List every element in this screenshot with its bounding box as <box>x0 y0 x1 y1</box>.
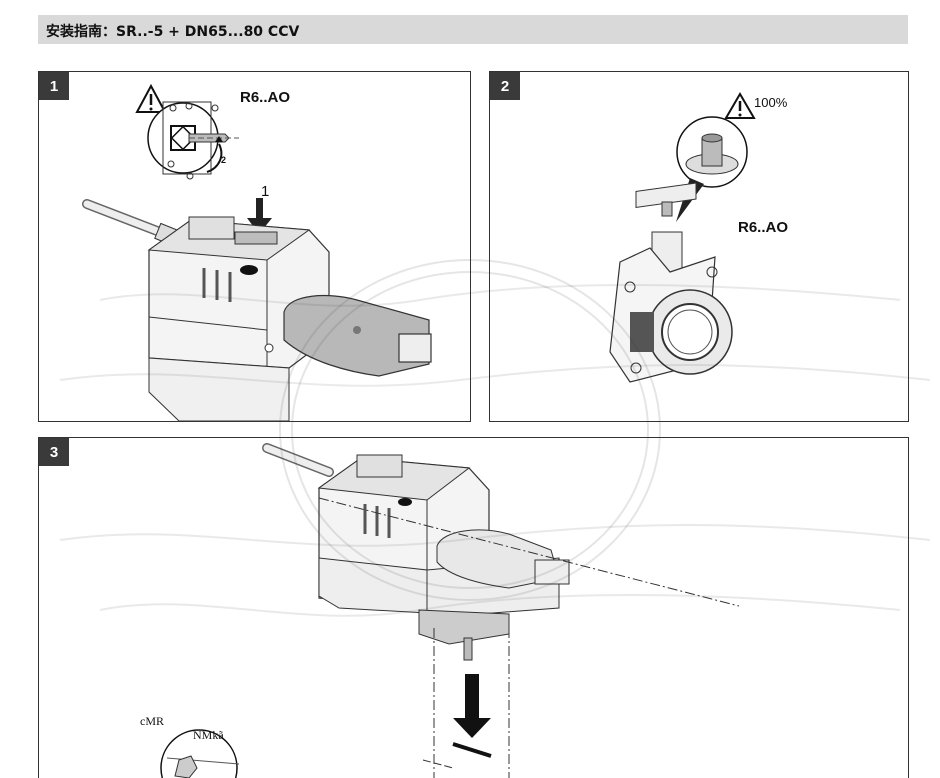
dial-marking-left: cMR <box>140 714 164 728</box>
warning-icon <box>135 83 167 113</box>
step-number-badge: 3 <box>39 438 69 466</box>
valve-model-label: R6..AO <box>738 219 789 236</box>
valve-model-label: R6..AO <box>240 89 291 106</box>
rotation-step-number: 2 <box>221 155 227 165</box>
header-bar: 安装指南：SR..-5 + DN65...80 CCV <box>38 15 908 44</box>
panel-step-3: 3 cMR NMkã <box>38 437 909 778</box>
step-number-badge: 2 <box>490 72 520 100</box>
dial-marking-right: NMkã <box>193 728 224 742</box>
actuator-manual-release-illustration <box>82 83 432 421</box>
butterfly-valve-illustration <box>609 92 756 383</box>
warning-icon <box>724 92 756 119</box>
step-arrow-number: 1 <box>261 183 270 200</box>
panel-step-1: 1 R6..AO 1 2 <box>38 71 471 422</box>
step-number-badge: 1 <box>39 72 69 100</box>
valve-open-percent: 100% <box>754 95 788 110</box>
panel-step-2: 2 100% R6..AO <box>489 71 909 422</box>
page-title: 安装指南：SR..-5 + DN65...80 CCV <box>46 24 300 40</box>
actuator-mounting-illustration <box>160 443 740 778</box>
